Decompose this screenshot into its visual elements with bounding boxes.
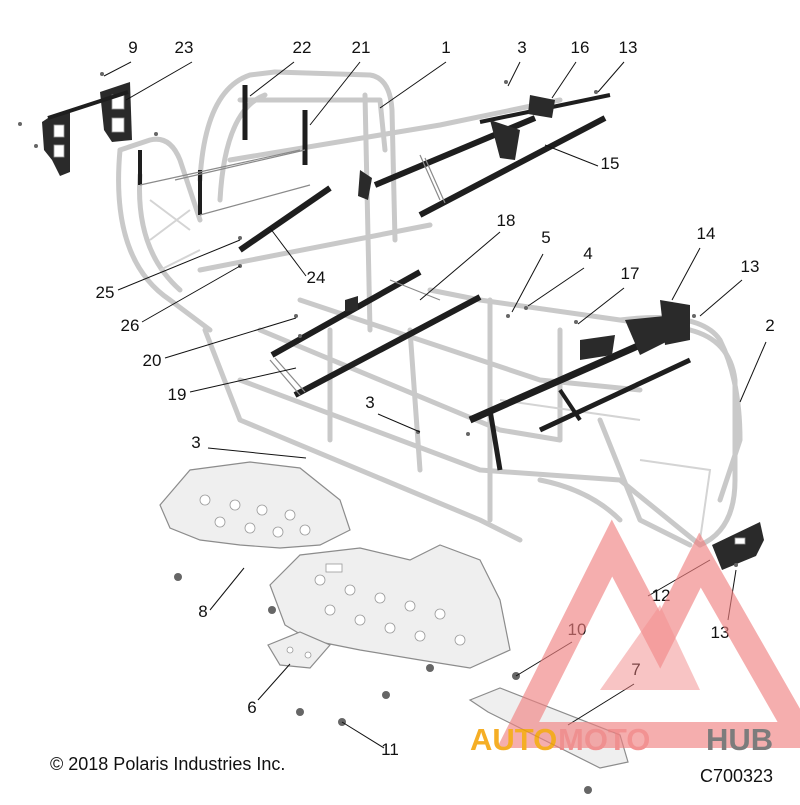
callout-26: 26 bbox=[121, 316, 140, 335]
skid-plate-front-small bbox=[267, 631, 331, 669]
callout-11: 11 bbox=[381, 740, 399, 759]
watermark-text-moto: MOTO bbox=[558, 722, 650, 757]
callout-6: 6 bbox=[247, 698, 256, 717]
seat-rail-lower bbox=[269, 269, 482, 398]
front-bracket bbox=[712, 522, 764, 570]
callout-13: 13 bbox=[619, 38, 638, 57]
callout-4: 4 bbox=[583, 244, 592, 263]
callout-3: 3 bbox=[191, 433, 200, 452]
callout-25: 25 bbox=[96, 283, 115, 302]
callout-14: 14 bbox=[697, 224, 716, 243]
front-crossbar-assembly bbox=[416, 300, 696, 471]
callout-1: 1 bbox=[441, 38, 450, 57]
callout-17: 17 bbox=[621, 264, 640, 283]
callout-21: 21 bbox=[352, 38, 371, 57]
callout-9: 9 bbox=[128, 38, 137, 57]
callout-15: 15 bbox=[601, 154, 620, 173]
callout-3: 3 bbox=[365, 393, 374, 412]
callout-22: 22 bbox=[293, 38, 312, 57]
skid-plate-rear bbox=[159, 461, 351, 549]
callout-23: 23 bbox=[175, 38, 194, 57]
copyright-notice: © 2018 Polaris Industries Inc. bbox=[50, 754, 286, 774]
callout-16: 16 bbox=[571, 38, 590, 57]
seat-base-brackets bbox=[138, 85, 311, 216]
callout-19: 19 bbox=[168, 385, 187, 404]
callout-20: 20 bbox=[143, 351, 162, 370]
seat-rail-upper bbox=[358, 80, 611, 218]
seat-rail-mid bbox=[238, 185, 332, 268]
leader-lines bbox=[103, 61, 767, 749]
seat-bracket-left bbox=[18, 72, 158, 176]
callout-8: 8 bbox=[198, 602, 207, 621]
callout-2: 2 bbox=[765, 316, 774, 335]
callout-7: 7 bbox=[631, 660, 640, 679]
callout-5: 5 bbox=[541, 228, 550, 247]
callout-24: 24 bbox=[307, 268, 326, 287]
callout-3: 3 bbox=[517, 38, 526, 57]
diagram-part-number: C700323 bbox=[700, 766, 774, 786]
watermark-text-hub: HUB bbox=[706, 722, 773, 757]
callout-18: 18 bbox=[497, 211, 516, 230]
skid-plate-center bbox=[269, 544, 511, 669]
watermark-logo: AUTO MOTO HUB bbox=[470, 519, 800, 757]
watermark-text-auto: AUTO bbox=[470, 722, 557, 757]
callout-13: 13 bbox=[741, 257, 760, 276]
